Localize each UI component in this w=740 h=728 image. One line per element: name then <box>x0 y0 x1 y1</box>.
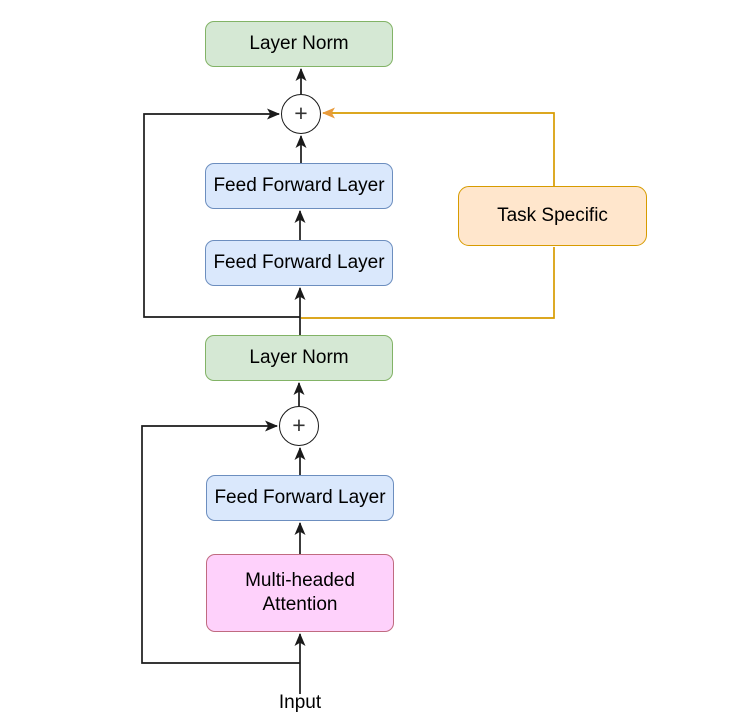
layer-norm-top-box: Layer Norm <box>205 21 393 67</box>
feed-forward-upper-2-box: Feed Forward Layer <box>205 240 393 286</box>
plus-icon: + <box>292 411 306 438</box>
feed-forward-lower-label: Feed Forward Layer <box>214 487 386 509</box>
task-specific-label: Task Specific <box>497 205 608 227</box>
layer-norm-mid-box: Layer Norm <box>205 335 393 381</box>
add-node-lower: + <box>279 406 319 446</box>
add-node-upper: + <box>281 94 321 134</box>
feed-forward-upper-2-label: Feed Forward Layer <box>213 252 385 274</box>
task-specific-box: Task Specific <box>458 186 647 246</box>
input-label: Input <box>278 692 322 713</box>
layer-norm-top-label: Layer Norm <box>249 33 349 55</box>
edge-residual-upper <box>143 108 300 318</box>
edge-task-specific-to-add-upper <box>322 107 555 186</box>
feed-forward-upper-1-label: Feed Forward Layer <box>213 175 385 197</box>
edge-residual-lower <box>141 420 300 664</box>
layer-norm-mid-label: Layer Norm <box>249 347 349 369</box>
feed-forward-lower-box: Feed Forward Layer <box>206 475 394 521</box>
edge-branch-to-task-specific <box>301 247 555 319</box>
multi-headed-attention-box: Multi-headed Attention <box>206 554 394 632</box>
multi-headed-attention-label: Multi-headed Attention <box>245 570 355 615</box>
feed-forward-upper-1-box: Feed Forward Layer <box>205 163 393 209</box>
plus-icon: + <box>294 99 308 126</box>
